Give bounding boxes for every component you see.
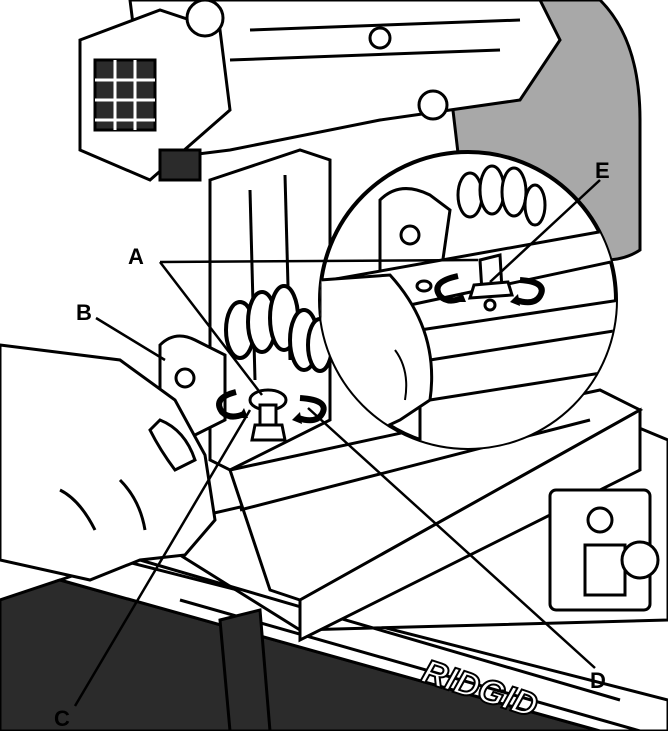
- callout-a: A: [128, 244, 144, 269]
- detail-inset: [320, 164, 616, 448]
- torsion-spring: [224, 284, 334, 373]
- callout-c: C: [54, 706, 70, 731]
- miter-fence: [228, 388, 644, 643]
- rotation-arrow-ccw-icon: [216, 389, 246, 420]
- motor-assembly: [78, 0, 562, 182]
- rotation-arrow-ccw-icon: [434, 273, 464, 304]
- side-clamp: [548, 488, 660, 612]
- operator-hand: [0, 343, 217, 582]
- leader-lines: [73, 179, 601, 707]
- rotation-arrow-cw-icon: [297, 395, 327, 424]
- callout-d: D: [590, 668, 606, 693]
- pivot-bolt: [248, 388, 288, 442]
- callout-b: B: [76, 300, 92, 325]
- callout-e: E: [595, 158, 610, 183]
- rotation-arrow-cw-icon: [515, 277, 545, 306]
